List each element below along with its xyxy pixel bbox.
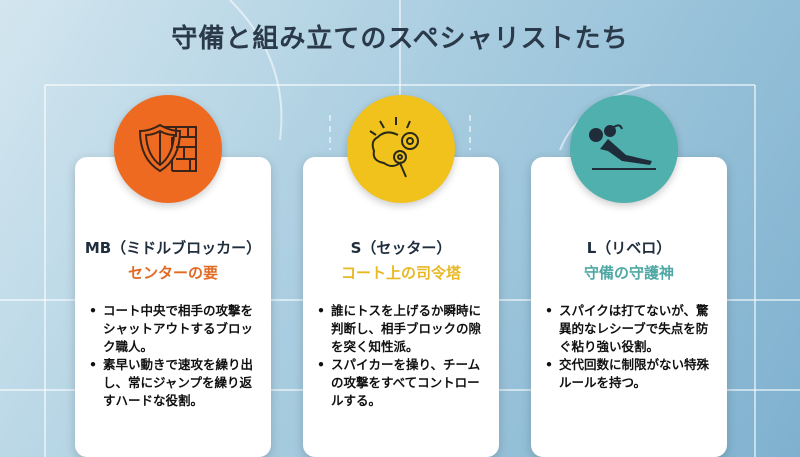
bullet: スパイカーを操り、チームの攻撃をすべてコントロールする。 (317, 356, 489, 410)
role-subtitle: センターの要 (127, 264, 218, 282)
brain-gears-icon (347, 95, 455, 203)
bullet: 交代回数に制限がない特殊ルールを持つ。 (545, 356, 717, 392)
bullet: 誰にトスを上げるか瞬時に判断し、相手ブロックの隙を突く知性派。 (317, 302, 489, 356)
diving-player-icon (570, 95, 678, 203)
role-subtitle: コート上の司令塔 (340, 264, 461, 282)
bullet: 素早い動きで速攻を繰り出し、常にジャンプを繰り返すハードな役割。 (89, 356, 261, 410)
page-title: 守備と組み立てのスペシャリストたち (171, 24, 629, 54)
card-s: S（セッター） コート上の司令塔 誰にトスを上げるか瞬時に判断し、相手ブロックの… (303, 157, 499, 457)
role-title: MB（ミドルブロッカー） (84, 239, 262, 257)
role-title: S（セッター） (350, 239, 452, 257)
bullet: コート中央で相手の攻撃をシャットアウトするブロック職人。 (89, 302, 261, 356)
role-subtitle: 守備の守護神 (583, 264, 674, 282)
bullet: スパイクは打てないが、驚異的なレシーブで失点を防ぐ粘り強い役割。 (545, 302, 717, 356)
role-title: L（リベロ） (586, 239, 672, 257)
shield-wall-icon (114, 95, 222, 203)
card-mb: MB（ミドルブロッカー） センターの要 コート中央で相手の攻撃をシャットアウトす… (75, 157, 271, 457)
card-l: L（リベロ） 守備の守護神 スパイクは打てないが、驚異的なレシーブで失点を防ぐ粘… (531, 157, 727, 457)
